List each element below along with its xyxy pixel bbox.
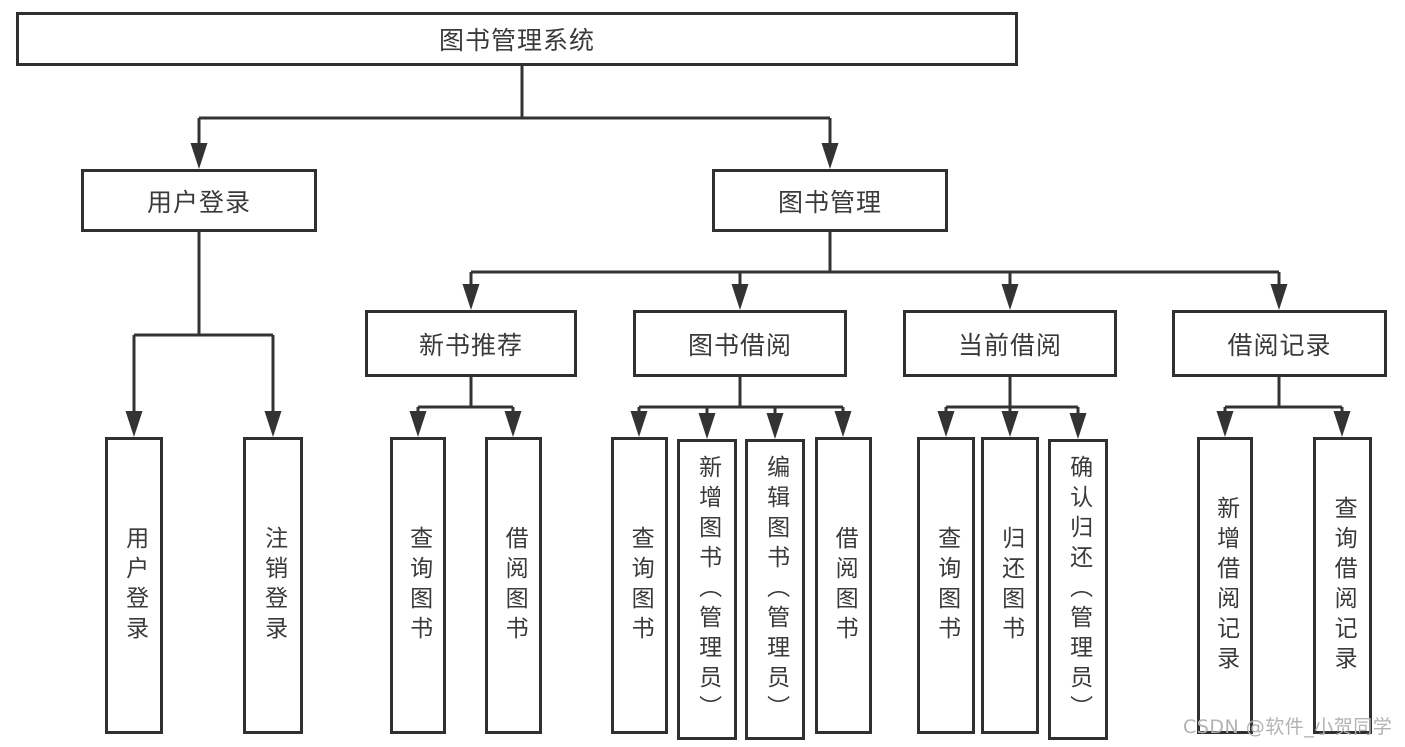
node-new-book-recommendation: 新书推荐	[365, 310, 577, 377]
leaf-borrow-books-borrowing: 借阅图书	[815, 437, 872, 734]
node-library-system: 图书管理系统	[16, 12, 1018, 66]
leaf-label: 借阅图书	[501, 525, 528, 646]
leaf-label: 新增借阅记录	[1212, 495, 1239, 676]
node-label: 图书管理系统	[438, 26, 595, 55]
node-current-borrowing: 当前借阅	[903, 310, 1117, 377]
leaf-query-borrow-record: 查询借阅记录	[1313, 437, 1372, 734]
leaf-add-borrow-record: 新增借阅记录	[1197, 437, 1253, 734]
leaf-logout-login: 注销登录	[243, 437, 303, 734]
leaf-query-books-recommend: 查询图书	[390, 437, 446, 734]
leaf-label: 新增图书（管理员）	[694, 454, 721, 725]
leaf-label: 确认归还（管理员）	[1065, 454, 1092, 725]
node-label: 图书管理	[777, 187, 882, 217]
node-label: 借阅记录	[1227, 330, 1332, 360]
node-label: 图书借阅	[687, 330, 792, 360]
leaf-label: 查询图书	[933, 525, 960, 646]
leaf-user-login: 用户登录	[105, 437, 163, 734]
leaf-borrow-books-recommend: 借阅图书	[485, 437, 542, 734]
leaf-query-books-borrowing: 查询图书	[611, 437, 668, 734]
leaf-confirm-return-admin: 确认归还（管理员）	[1048, 439, 1108, 740]
leaf-label: 注销登录	[260, 525, 287, 646]
leaf-edit-books-admin: 编辑图书（管理员）	[745, 439, 805, 740]
leaf-query-books-current: 查询图书	[917, 437, 975, 734]
leaf-return-books: 归还图书	[981, 437, 1039, 734]
node-user-login: 用户登录	[81, 169, 317, 232]
leaf-label: 归还图书	[997, 525, 1024, 646]
node-book-management: 图书管理	[712, 169, 948, 232]
node-book-borrowing: 图书借阅	[633, 310, 847, 377]
node-label: 用户登录	[146, 187, 251, 217]
node-label: 新书推荐	[418, 330, 523, 360]
node-borrowing-records: 借阅记录	[1172, 310, 1387, 377]
leaf-add-books-admin: 新增图书（管理员）	[677, 439, 737, 740]
leaf-label: 编辑图书（管理员）	[762, 454, 789, 725]
leaf-label: 查询图书	[627, 525, 654, 646]
watermark-text: CSDN @软件_小贺同学	[1183, 716, 1393, 738]
leaf-label: 用户登录	[121, 525, 148, 646]
node-label: 当前借阅	[957, 330, 1062, 360]
leaf-label: 查询图书	[405, 525, 432, 646]
leaf-label: 借阅图书	[831, 525, 858, 646]
leaf-label: 查询借阅记录	[1330, 495, 1357, 676]
